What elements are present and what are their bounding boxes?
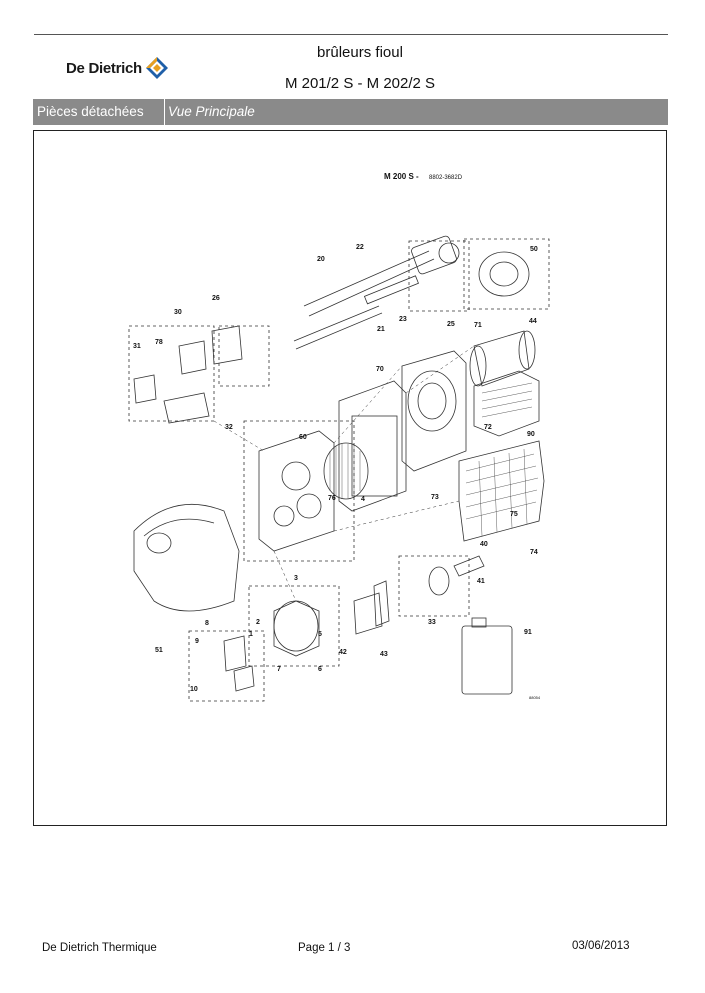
part-label: 10	[190, 686, 198, 693]
part-label: 50	[530, 246, 538, 253]
part-label: 6	[318, 666, 322, 673]
part-label: 7	[277, 666, 281, 673]
footer-date: 03/06/2013	[572, 940, 630, 952]
part-label: 91	[524, 629, 532, 636]
part-label: 40	[480, 541, 488, 548]
part-label: 30	[174, 309, 182, 316]
part-label: 42	[339, 649, 347, 656]
part-label: 1	[249, 631, 253, 638]
part-label: 44	[529, 318, 537, 325]
part-label: 21	[377, 326, 385, 333]
brand-name: De Dietrich	[66, 59, 142, 77]
reference-label: 8802-3682D	[429, 175, 463, 181]
part-label: 20	[317, 256, 325, 263]
part-label: 3	[294, 575, 298, 582]
part-label: 43	[380, 651, 388, 658]
part-label: 31	[133, 343, 141, 350]
part-label: 78	[155, 339, 163, 346]
part-label: 90	[527, 431, 535, 438]
view-label: Vue Principale	[168, 104, 255, 119]
part-label: 73	[431, 494, 439, 501]
part-label: 70	[376, 366, 384, 373]
section-label: Pièces détachées	[33, 99, 165, 125]
part-label: 8	[205, 620, 209, 627]
part-label: 75	[510, 511, 518, 518]
part-label: 71	[474, 322, 482, 329]
part-label: 41	[477, 578, 485, 585]
part-label: 2	[256, 619, 260, 626]
part-label: 60	[299, 434, 307, 441]
part-label: 51	[155, 647, 163, 654]
part-label: 25	[447, 321, 455, 328]
exploded-view-diagram: M 200 S - 8802-3682D 88054 1 2 3 4 5 6 7…	[128, 172, 550, 702]
section-bar: Pièces détachées Vue Principale	[33, 99, 668, 125]
corner-code: 88054	[529, 695, 541, 700]
part-label: 4	[361, 496, 365, 503]
part-label: 74	[530, 549, 538, 556]
part-label: 23	[399, 316, 407, 323]
part-label: 5	[318, 631, 322, 638]
document-title: brûleurs fioul	[317, 44, 403, 61]
diagram-frame: M 200 S - 8802-3682D 88054 1 2 3 4 5 6 7…	[33, 130, 667, 826]
brand-logo: De Dietrich	[66, 56, 169, 80]
part-label: 76	[328, 495, 336, 502]
part-label: 33	[428, 619, 436, 626]
footer-page-number: Page 1 / 3	[298, 942, 351, 954]
diamond-logo-icon	[145, 57, 168, 79]
part-label: 9	[195, 638, 199, 645]
footer-company: De Dietrich Thermique	[42, 942, 157, 954]
document-model: M 201/2 S - M 202/2 S	[284, 75, 436, 92]
part-label: 26	[212, 295, 220, 302]
part-label: 32	[225, 424, 233, 431]
model-label: M 200 S -	[384, 172, 419, 181]
part-label: 72	[484, 424, 492, 431]
part-label: 22	[356, 244, 364, 251]
header-rule	[34, 34, 668, 35]
